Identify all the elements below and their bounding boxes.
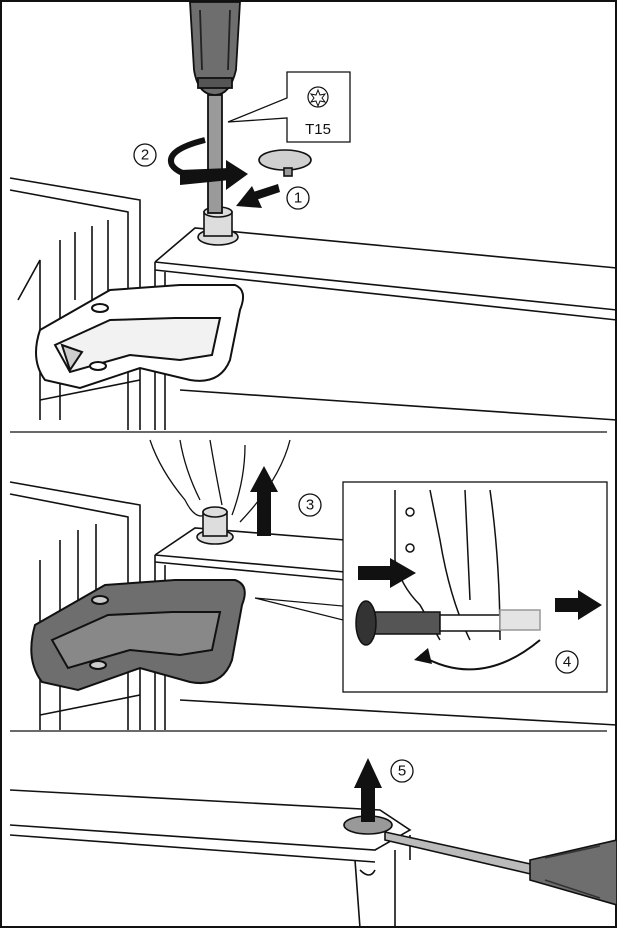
svg-text:4: 4 xyxy=(563,654,571,671)
hinge-detail-inset: 4 xyxy=(343,482,607,692)
svg-text:5: 5 xyxy=(398,763,406,780)
torx-icon xyxy=(308,87,328,107)
hinge-screw-middle xyxy=(197,507,233,544)
svg-text:3: 3 xyxy=(306,497,314,514)
svg-text:2: 2 xyxy=(141,147,149,164)
step-2-label: 2 xyxy=(134,144,156,166)
step-3-label: 3 xyxy=(299,494,321,516)
tool-size-label: T15 xyxy=(305,121,331,138)
step-4-label: 4 xyxy=(556,651,578,673)
step-1-label: 1 xyxy=(287,187,309,209)
step-5-label: 5 xyxy=(391,760,413,782)
svg-text:1: 1 xyxy=(294,190,302,207)
